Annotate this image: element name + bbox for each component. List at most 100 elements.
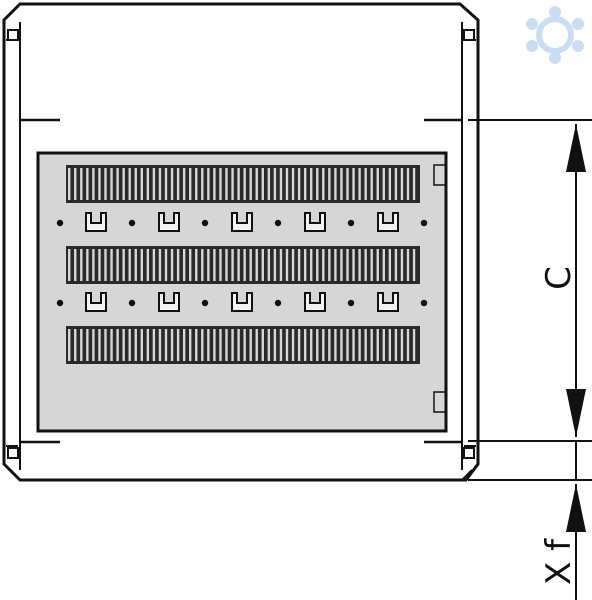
slot-gap xyxy=(376,168,379,200)
cable-clip xyxy=(231,212,253,232)
slot-gap xyxy=(225,168,228,200)
slot-gap xyxy=(291,168,295,200)
slot-gap xyxy=(128,329,131,361)
slot-gap xyxy=(328,329,331,361)
slot-gap xyxy=(122,249,125,281)
slot-gap xyxy=(406,249,410,281)
mounting-hole xyxy=(56,299,64,307)
slot-gap xyxy=(176,168,180,200)
slot-gap xyxy=(255,329,258,361)
slot-gap xyxy=(267,329,271,361)
mounting-hole xyxy=(128,219,136,227)
slot-gap xyxy=(110,249,113,281)
slot-gap xyxy=(334,249,337,281)
slot-gap xyxy=(273,329,277,361)
slot-gap xyxy=(273,249,277,281)
slot-gap xyxy=(201,249,204,281)
slot-gap xyxy=(189,329,192,361)
slot-gap xyxy=(340,168,343,200)
slot-gap xyxy=(316,168,319,200)
slot-gap xyxy=(146,249,150,281)
slot-gap xyxy=(394,329,398,361)
slot-gap xyxy=(128,168,131,200)
slot-gap xyxy=(388,329,392,361)
cable-clip xyxy=(304,292,326,312)
slot-gap xyxy=(152,249,156,281)
mounting-hole xyxy=(347,299,355,307)
slot-row xyxy=(66,246,420,284)
slot-gap xyxy=(310,168,313,200)
slot-gap xyxy=(388,168,392,200)
slot-gap xyxy=(219,168,222,200)
slot-gap xyxy=(364,329,367,361)
slot-gap xyxy=(110,329,113,361)
dimension-c xyxy=(468,119,592,600)
slot-gap xyxy=(303,329,307,361)
slot-gap xyxy=(346,329,349,361)
slot-gap xyxy=(225,329,228,361)
slot-gap xyxy=(134,249,137,281)
slot-row xyxy=(66,165,420,203)
slot-gap xyxy=(213,168,216,200)
slot-gap xyxy=(382,168,385,200)
slot-gap xyxy=(98,329,101,361)
slot-gap xyxy=(116,329,119,361)
slot-gap xyxy=(237,329,240,361)
cable-clip xyxy=(377,292,399,312)
slot-gap xyxy=(110,168,113,200)
slot-gap xyxy=(189,249,192,281)
slot-gap xyxy=(158,329,162,361)
slot-gap xyxy=(400,249,404,281)
dimension-xf-label: X f xyxy=(539,538,579,585)
slot-gap xyxy=(92,249,95,281)
slot-gap xyxy=(382,249,385,281)
slot-gap xyxy=(170,168,174,200)
slot-gap xyxy=(213,249,216,281)
mounting-hole xyxy=(201,299,209,307)
mounting-hole xyxy=(128,299,136,307)
mounting-hole xyxy=(56,219,64,227)
ventilation-slot-rows xyxy=(66,165,420,364)
slot-gap xyxy=(346,249,349,281)
clip-rows xyxy=(56,212,428,312)
slot-gap xyxy=(158,168,162,200)
slot-gap xyxy=(340,329,343,361)
slot-gap xyxy=(370,329,373,361)
slot-gap xyxy=(279,329,283,361)
slot-gap xyxy=(98,168,101,200)
slot-gap xyxy=(219,249,222,281)
slot-gap xyxy=(346,168,349,200)
slot-gap xyxy=(80,329,83,361)
slot-gap xyxy=(170,249,174,281)
slot-gap xyxy=(86,329,89,361)
slot-gap xyxy=(382,329,385,361)
slot-gap xyxy=(68,249,71,281)
slot-gap xyxy=(364,168,367,200)
slot-gap xyxy=(189,168,192,200)
slot-gap xyxy=(267,249,271,281)
mounting-hole xyxy=(201,219,209,227)
slot-gap xyxy=(261,168,264,200)
slot-gap xyxy=(207,329,210,361)
slot-gap xyxy=(116,168,119,200)
mounting-hole xyxy=(274,299,282,307)
slot-gap xyxy=(195,329,198,361)
slot-gap xyxy=(80,168,83,200)
slot-gap xyxy=(164,249,168,281)
molecule-logo-icon xyxy=(526,6,584,64)
slot-gap xyxy=(352,329,355,361)
slot-gap xyxy=(310,329,313,361)
slot-gap xyxy=(406,168,410,200)
slot-gap xyxy=(98,249,101,281)
slot-gap xyxy=(104,168,107,200)
slot-gap xyxy=(104,249,107,281)
slot-gap xyxy=(370,168,373,200)
slot-gap xyxy=(207,249,210,281)
slot-gap xyxy=(267,168,271,200)
slot-gap xyxy=(243,329,246,361)
slot-gap xyxy=(219,329,222,361)
slot-gap xyxy=(152,168,156,200)
slot-gap xyxy=(74,329,77,361)
slot-gap xyxy=(68,329,71,361)
slot-gap xyxy=(310,249,313,281)
